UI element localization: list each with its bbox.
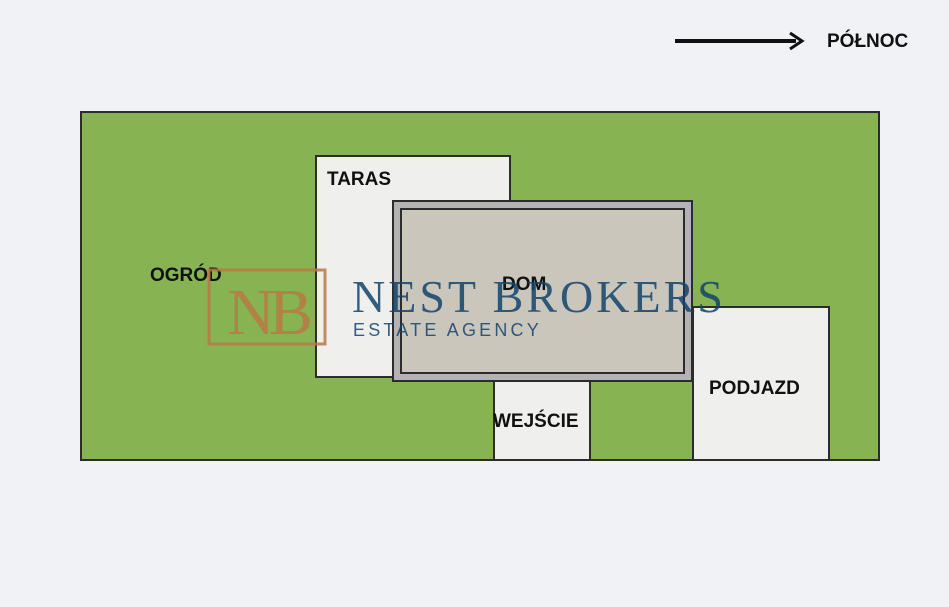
driveway-label: PODJAZD <box>709 378 800 399</box>
north-label: PÓŁNOC <box>827 31 909 52</box>
north-arrow-icon <box>675 31 805 51</box>
entrance-label: WEJŚCIE <box>493 411 579 432</box>
logo-monogram: NB <box>227 276 310 346</box>
watermark-title: NEST BROKERS <box>352 271 726 322</box>
plot-area: OGRÓD TARAS DOM WEJŚCIE PODJAZD <box>80 111 880 461</box>
house-label: DOM <box>502 274 547 295</box>
watermark-subtitle: ESTATE AGENCY <box>353 320 542 340</box>
house-interior <box>400 208 685 374</box>
north-indicator: PÓŁNOC <box>674 28 934 54</box>
driveway-zone: PODJAZD <box>692 306 830 461</box>
entrance-zone: WEJŚCIE <box>493 380 591 461</box>
nest-brokers-logo-icon: NB <box>207 268 327 346</box>
garden-label: OGRÓD <box>150 265 222 286</box>
terrace-label: TARAS <box>327 169 392 190</box>
house-zone: DOM <box>392 200 693 382</box>
